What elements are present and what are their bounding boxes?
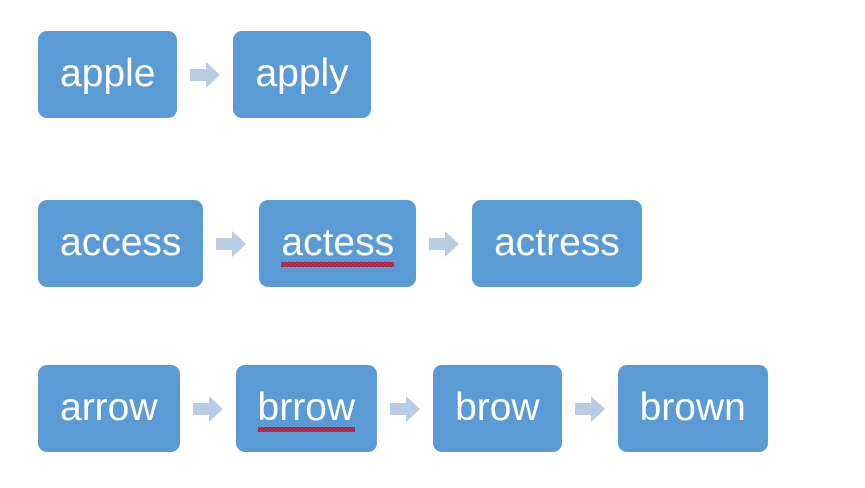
- word-label: arrow: [60, 386, 158, 429]
- word-box[interactable]: access: [38, 200, 204, 287]
- right-block-arrow-icon: [574, 395, 605, 423]
- word-box[interactable]: apple: [38, 31, 178, 118]
- word-box[interactable]: actess: [259, 200, 417, 287]
- word-label-misspelled: brrow: [257, 386, 356, 432]
- word-label: actress: [494, 221, 620, 264]
- word-label-misspelled: actess: [281, 221, 395, 267]
- word-box[interactable]: actress: [472, 200, 642, 287]
- right-block-arrow-icon: [190, 61, 221, 89]
- word-label: apply: [255, 52, 349, 95]
- right-block-arrow-icon: [192, 395, 223, 423]
- word-box[interactable]: brow: [433, 365, 562, 452]
- word-label: access: [60, 221, 182, 264]
- word-box[interactable]: brrow: [235, 365, 378, 452]
- word-label: apple: [60, 52, 156, 95]
- right-block-arrow-icon: [390, 395, 421, 423]
- word-chain-row-1: apple apply: [38, 31, 371, 118]
- word-label: brow: [455, 386, 540, 429]
- word-chain-row-2: access actess actress: [38, 200, 642, 287]
- word-label: brown: [639, 386, 746, 429]
- word-box[interactable]: apply: [233, 31, 371, 118]
- word-chain-row-3: arrow brrow brow brown: [38, 365, 768, 452]
- right-block-arrow-icon: [216, 230, 247, 258]
- word-box[interactable]: arrow: [38, 365, 180, 452]
- word-box[interactable]: brown: [617, 365, 768, 452]
- right-block-arrow-icon: [429, 230, 460, 258]
